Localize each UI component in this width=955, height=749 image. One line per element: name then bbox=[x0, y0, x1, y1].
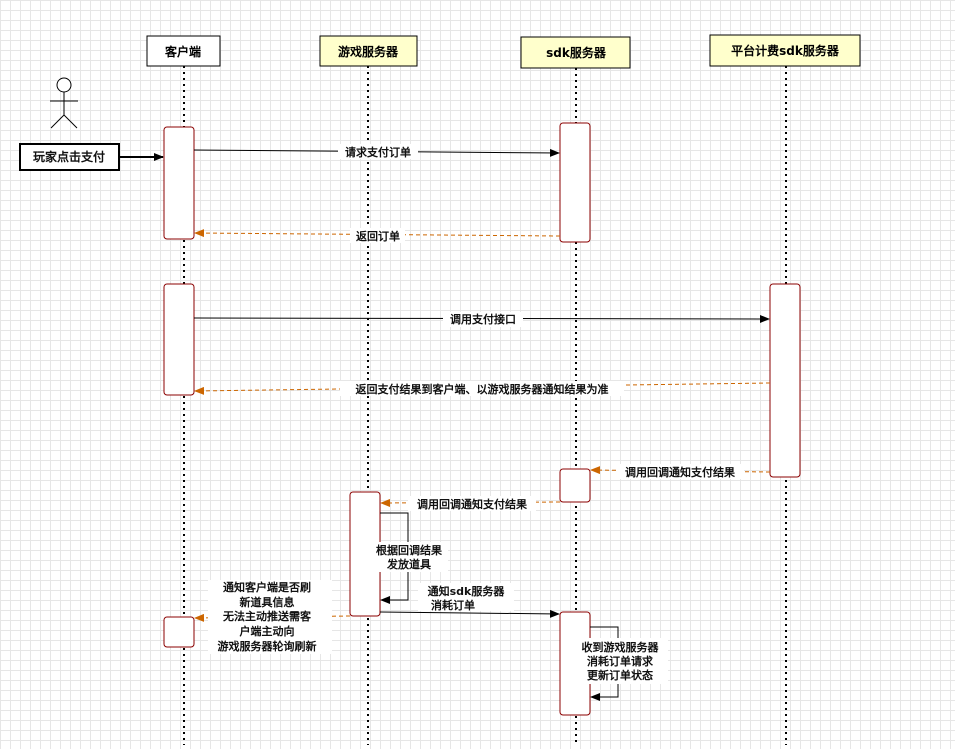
notify-sdk-arrow bbox=[379, 609, 560, 618]
player-action-label: 玩家点击支付 bbox=[33, 149, 105, 164]
sdk-server-header-label: sdk服务器 bbox=[546, 45, 607, 60]
player-actor-icon bbox=[50, 77, 78, 129]
sdk-self-note-line3: 更新订单状态 bbox=[587, 668, 653, 682]
billing-server-header bbox=[709, 34, 861, 67]
sdk-activation-1 bbox=[559, 122, 591, 243]
client-header-label: 客户端 bbox=[164, 44, 201, 59]
client-note-line3: 无法主动推送需客 bbox=[222, 609, 312, 623]
game-self-note-line2: 发放道具 bbox=[386, 557, 431, 571]
billing-activation bbox=[769, 283, 801, 478]
client-note-line1: 通知客户端是否刷 bbox=[223, 580, 311, 594]
notify-sdk-label-line1: 通知sdk服务器 bbox=[428, 584, 506, 598]
client-note-line5: 游戏服务器轮询刷新 bbox=[218, 639, 317, 653]
client-activation-1 bbox=[163, 126, 195, 240]
billing-server-header-label: 平台计费sdk服务器 bbox=[731, 43, 840, 58]
sdk-server-header bbox=[520, 36, 631, 69]
client-note-line2: 新道具信息 bbox=[240, 595, 295, 609]
client-activation-3 bbox=[163, 616, 195, 648]
client-header bbox=[146, 35, 221, 67]
call-pay-api-label: 调用支付接口 bbox=[450, 312, 516, 326]
return-order-label: 返回订单 bbox=[356, 229, 400, 243]
game-server-header bbox=[319, 35, 418, 67]
sdk-activation-2 bbox=[559, 468, 591, 503]
sdk-self-note-line2: 消耗订单请求 bbox=[587, 654, 654, 668]
game-self-note-line1: 根据回调结果 bbox=[376, 543, 442, 557]
sdk-self-note-line1: 收到游戏服务器 bbox=[582, 640, 660, 654]
request-order-label: 请求支付订单 bbox=[345, 145, 411, 159]
callback-to-sdk-label: 调用回调通知支付结果 bbox=[625, 465, 735, 479]
client-note-line4: 户端主动向 bbox=[240, 624, 295, 638]
game-server-header-label: 游戏服务器 bbox=[338, 44, 399, 59]
callback-to-game-label: 调用回调通知支付结果 bbox=[417, 497, 527, 511]
client-activation-2 bbox=[163, 283, 195, 396]
notify-sdk-label-line2: 消耗订单 bbox=[431, 598, 475, 612]
return-pay-result-label: 返回支付结果到客户端、以游戏服务器通知结果为准 bbox=[356, 382, 609, 396]
